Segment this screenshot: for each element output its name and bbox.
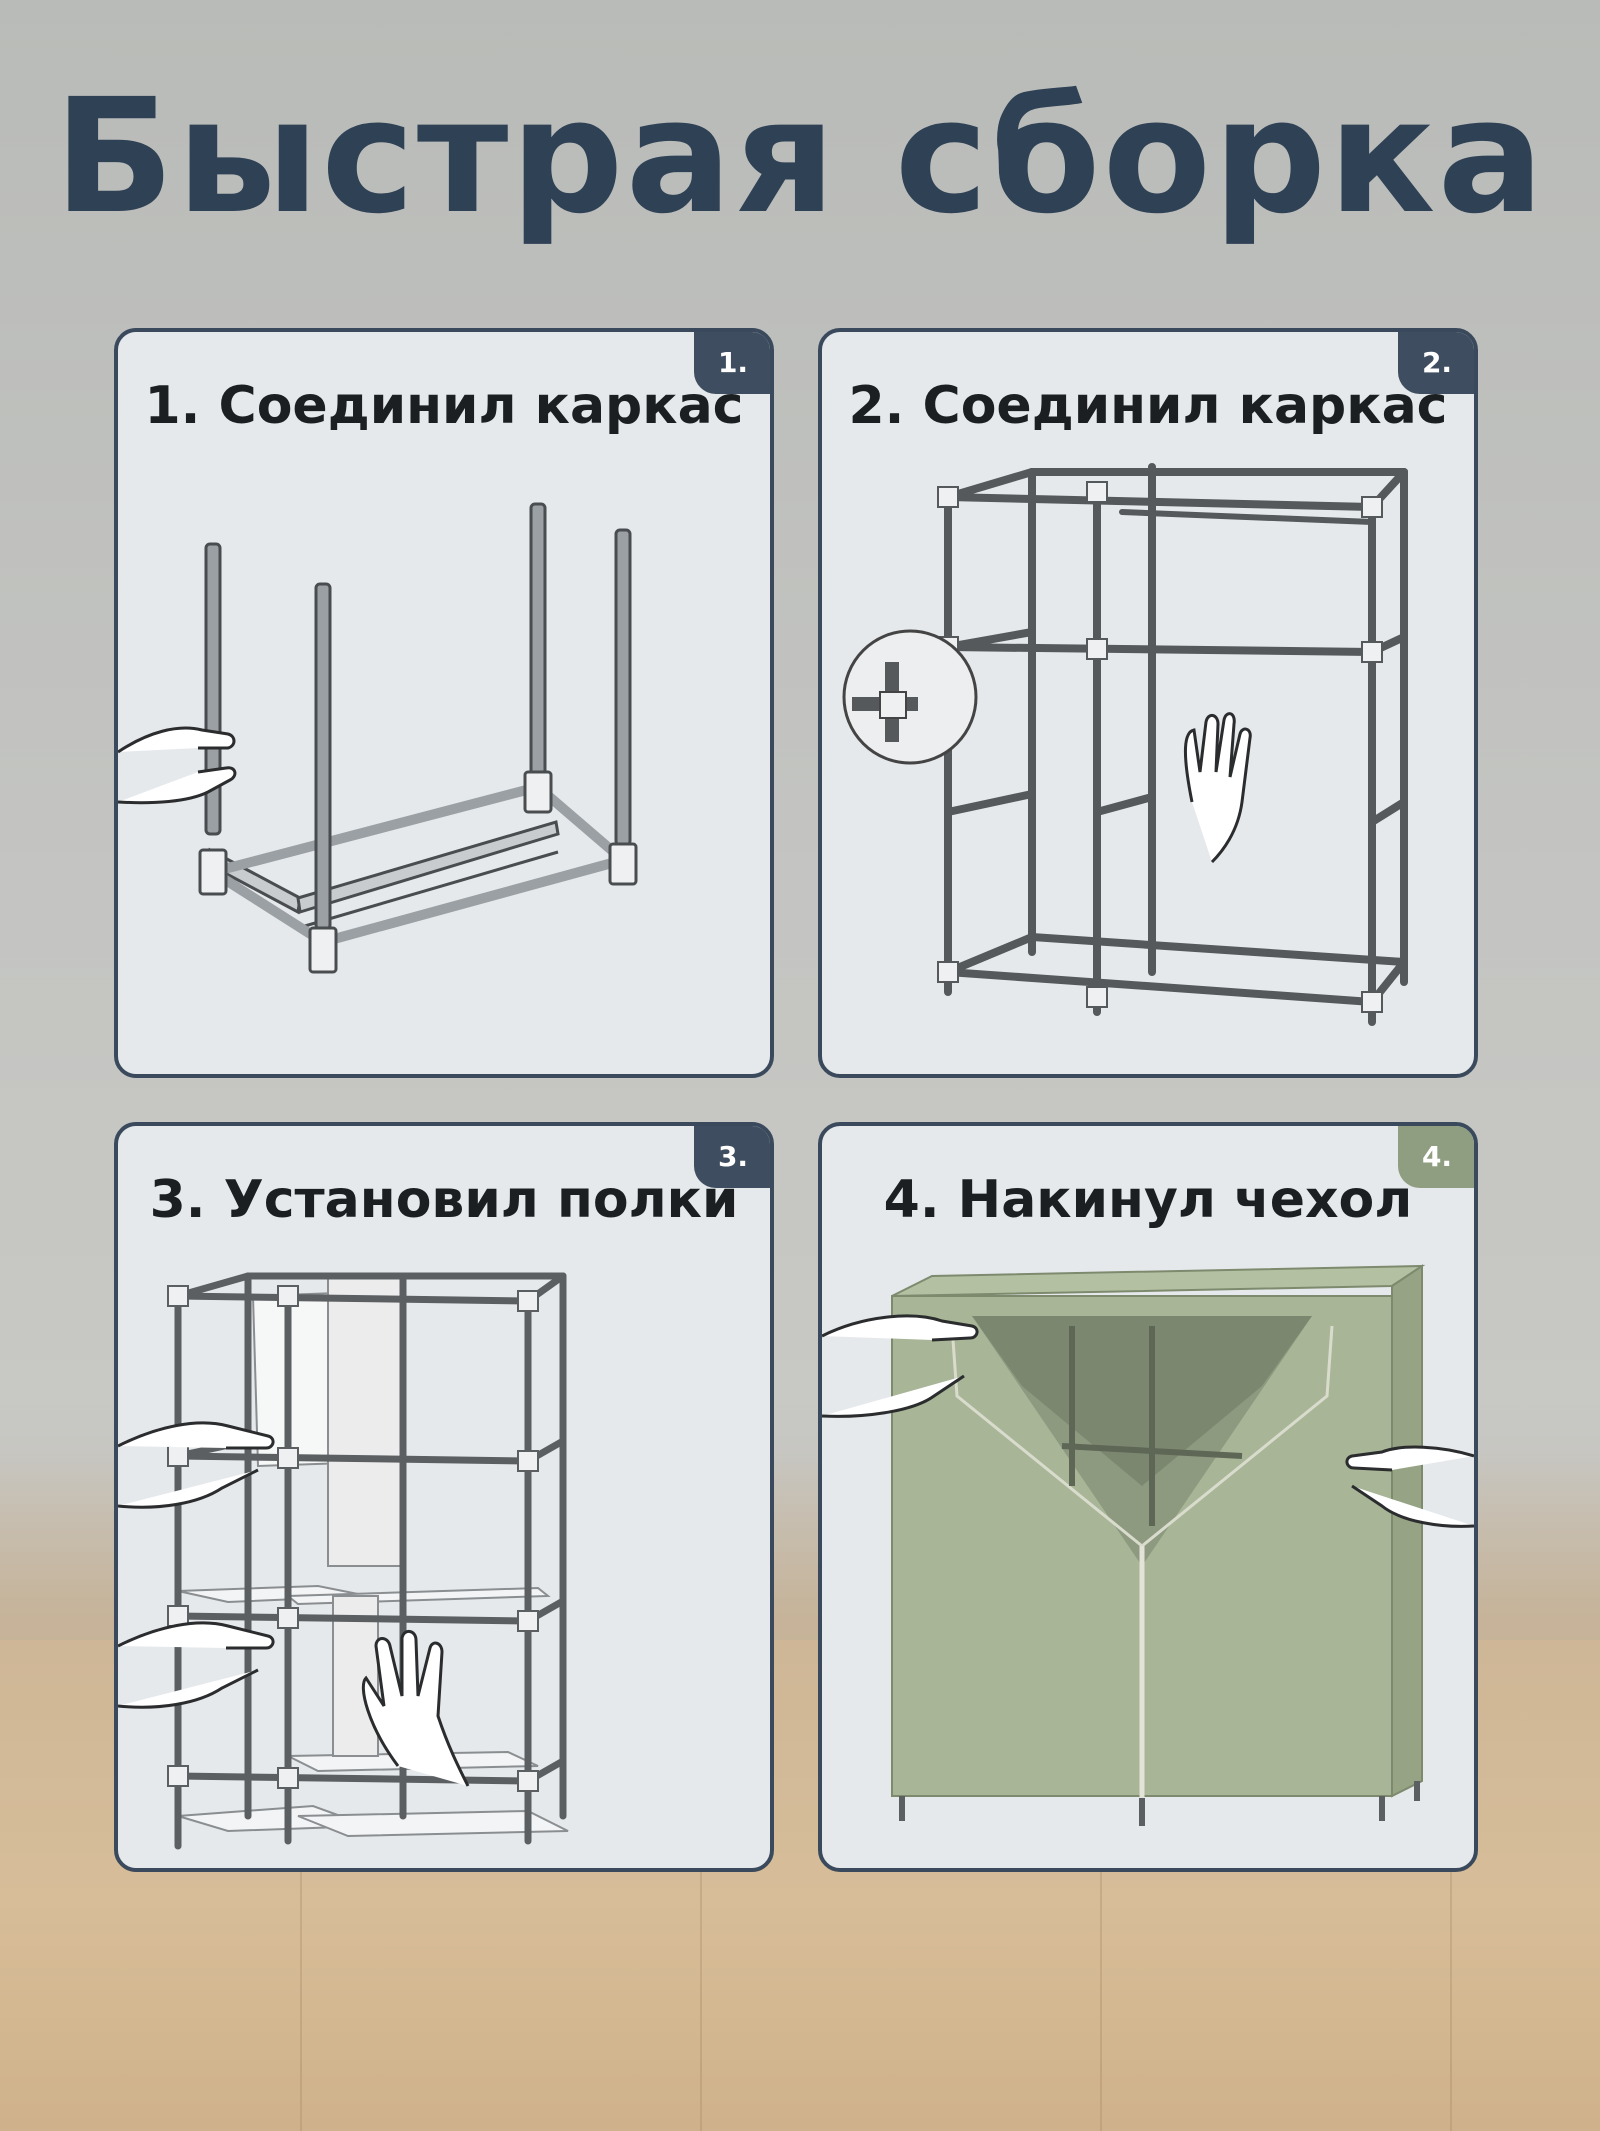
step-card-4: 4. 4. Накинул чехол <box>818 1122 1478 1872</box>
step-title-2: 2. Соединил каркас <box>848 376 1448 436</box>
hand-icon <box>118 1421 275 1509</box>
hand-icon <box>118 1621 275 1709</box>
hand-icon <box>361 1630 470 1787</box>
main-title: Быстрая сборка <box>53 65 1547 249</box>
step-title-4: 4. Накинул чехол <box>883 1170 1413 1230</box>
step-card-2: 2. 2. Соединил каркас <box>818 328 1478 1078</box>
step-badge-1: 1. <box>694 332 770 394</box>
hand-icon <box>822 1314 979 1418</box>
step-title-3: 3. Установил полки <box>149 1170 739 1230</box>
frame-shelves-illustration <box>118 1272 569 1850</box>
hand-icon <box>118 726 237 805</box>
step-card-1: 1. 1. Соединил каркас <box>114 328 774 1078</box>
step-badge-2: 2. <box>1398 332 1474 394</box>
hand-icon <box>1345 1445 1474 1528</box>
step-badge-3: 3. <box>694 1126 770 1188</box>
step-badge-4: 4. <box>1398 1126 1474 1188</box>
hand-icon <box>1184 712 1252 864</box>
step-title-1: 1. Соединил каркас <box>144 376 744 436</box>
step-card-3: 3. 3. Установил полки <box>114 1122 774 1872</box>
frame-base-illustration <box>118 502 638 974</box>
full-frame-illustration <box>842 463 1408 1026</box>
wardrobe-cover-illustration <box>822 1264 1474 1826</box>
